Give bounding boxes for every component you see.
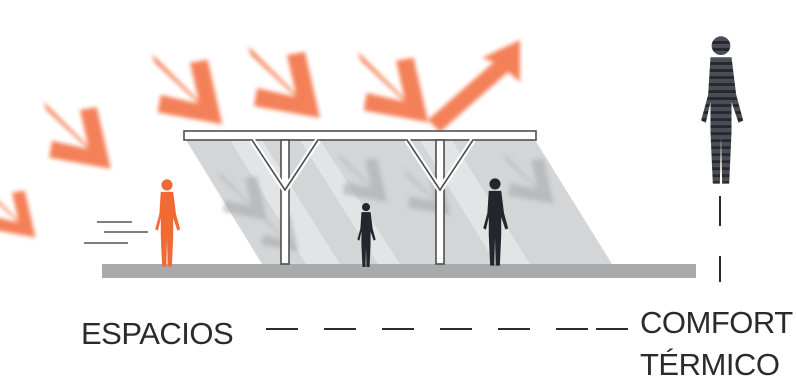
- sun-ray-arrow-icon: [248, 46, 320, 118]
- dashed-connector: [266, 196, 721, 330]
- sun-ray-arrow-icon: [151, 53, 223, 125]
- sun-ray-arrow-icon: [357, 51, 429, 123]
- label-comfort: COMFORT: [640, 305, 793, 340]
- sun-ray-arrow-icon: [0, 186, 36, 238]
- sun-rays: [0, 40, 520, 238]
- sun-ray-arrow-icon: [428, 40, 520, 132]
- person-icon: [155, 179, 181, 267]
- canopy-structure: [183, 130, 537, 265]
- label-espacios: ESPACIOS: [81, 316, 234, 351]
- person-icon: [701, 36, 744, 184]
- ground: [102, 264, 696, 278]
- wind-lines-icon: [84, 221, 148, 244]
- shade-area: [186, 140, 612, 264]
- label-termico: TÉRMICO: [640, 347, 780, 382]
- sun-ray-arrow-icon: [43, 101, 111, 169]
